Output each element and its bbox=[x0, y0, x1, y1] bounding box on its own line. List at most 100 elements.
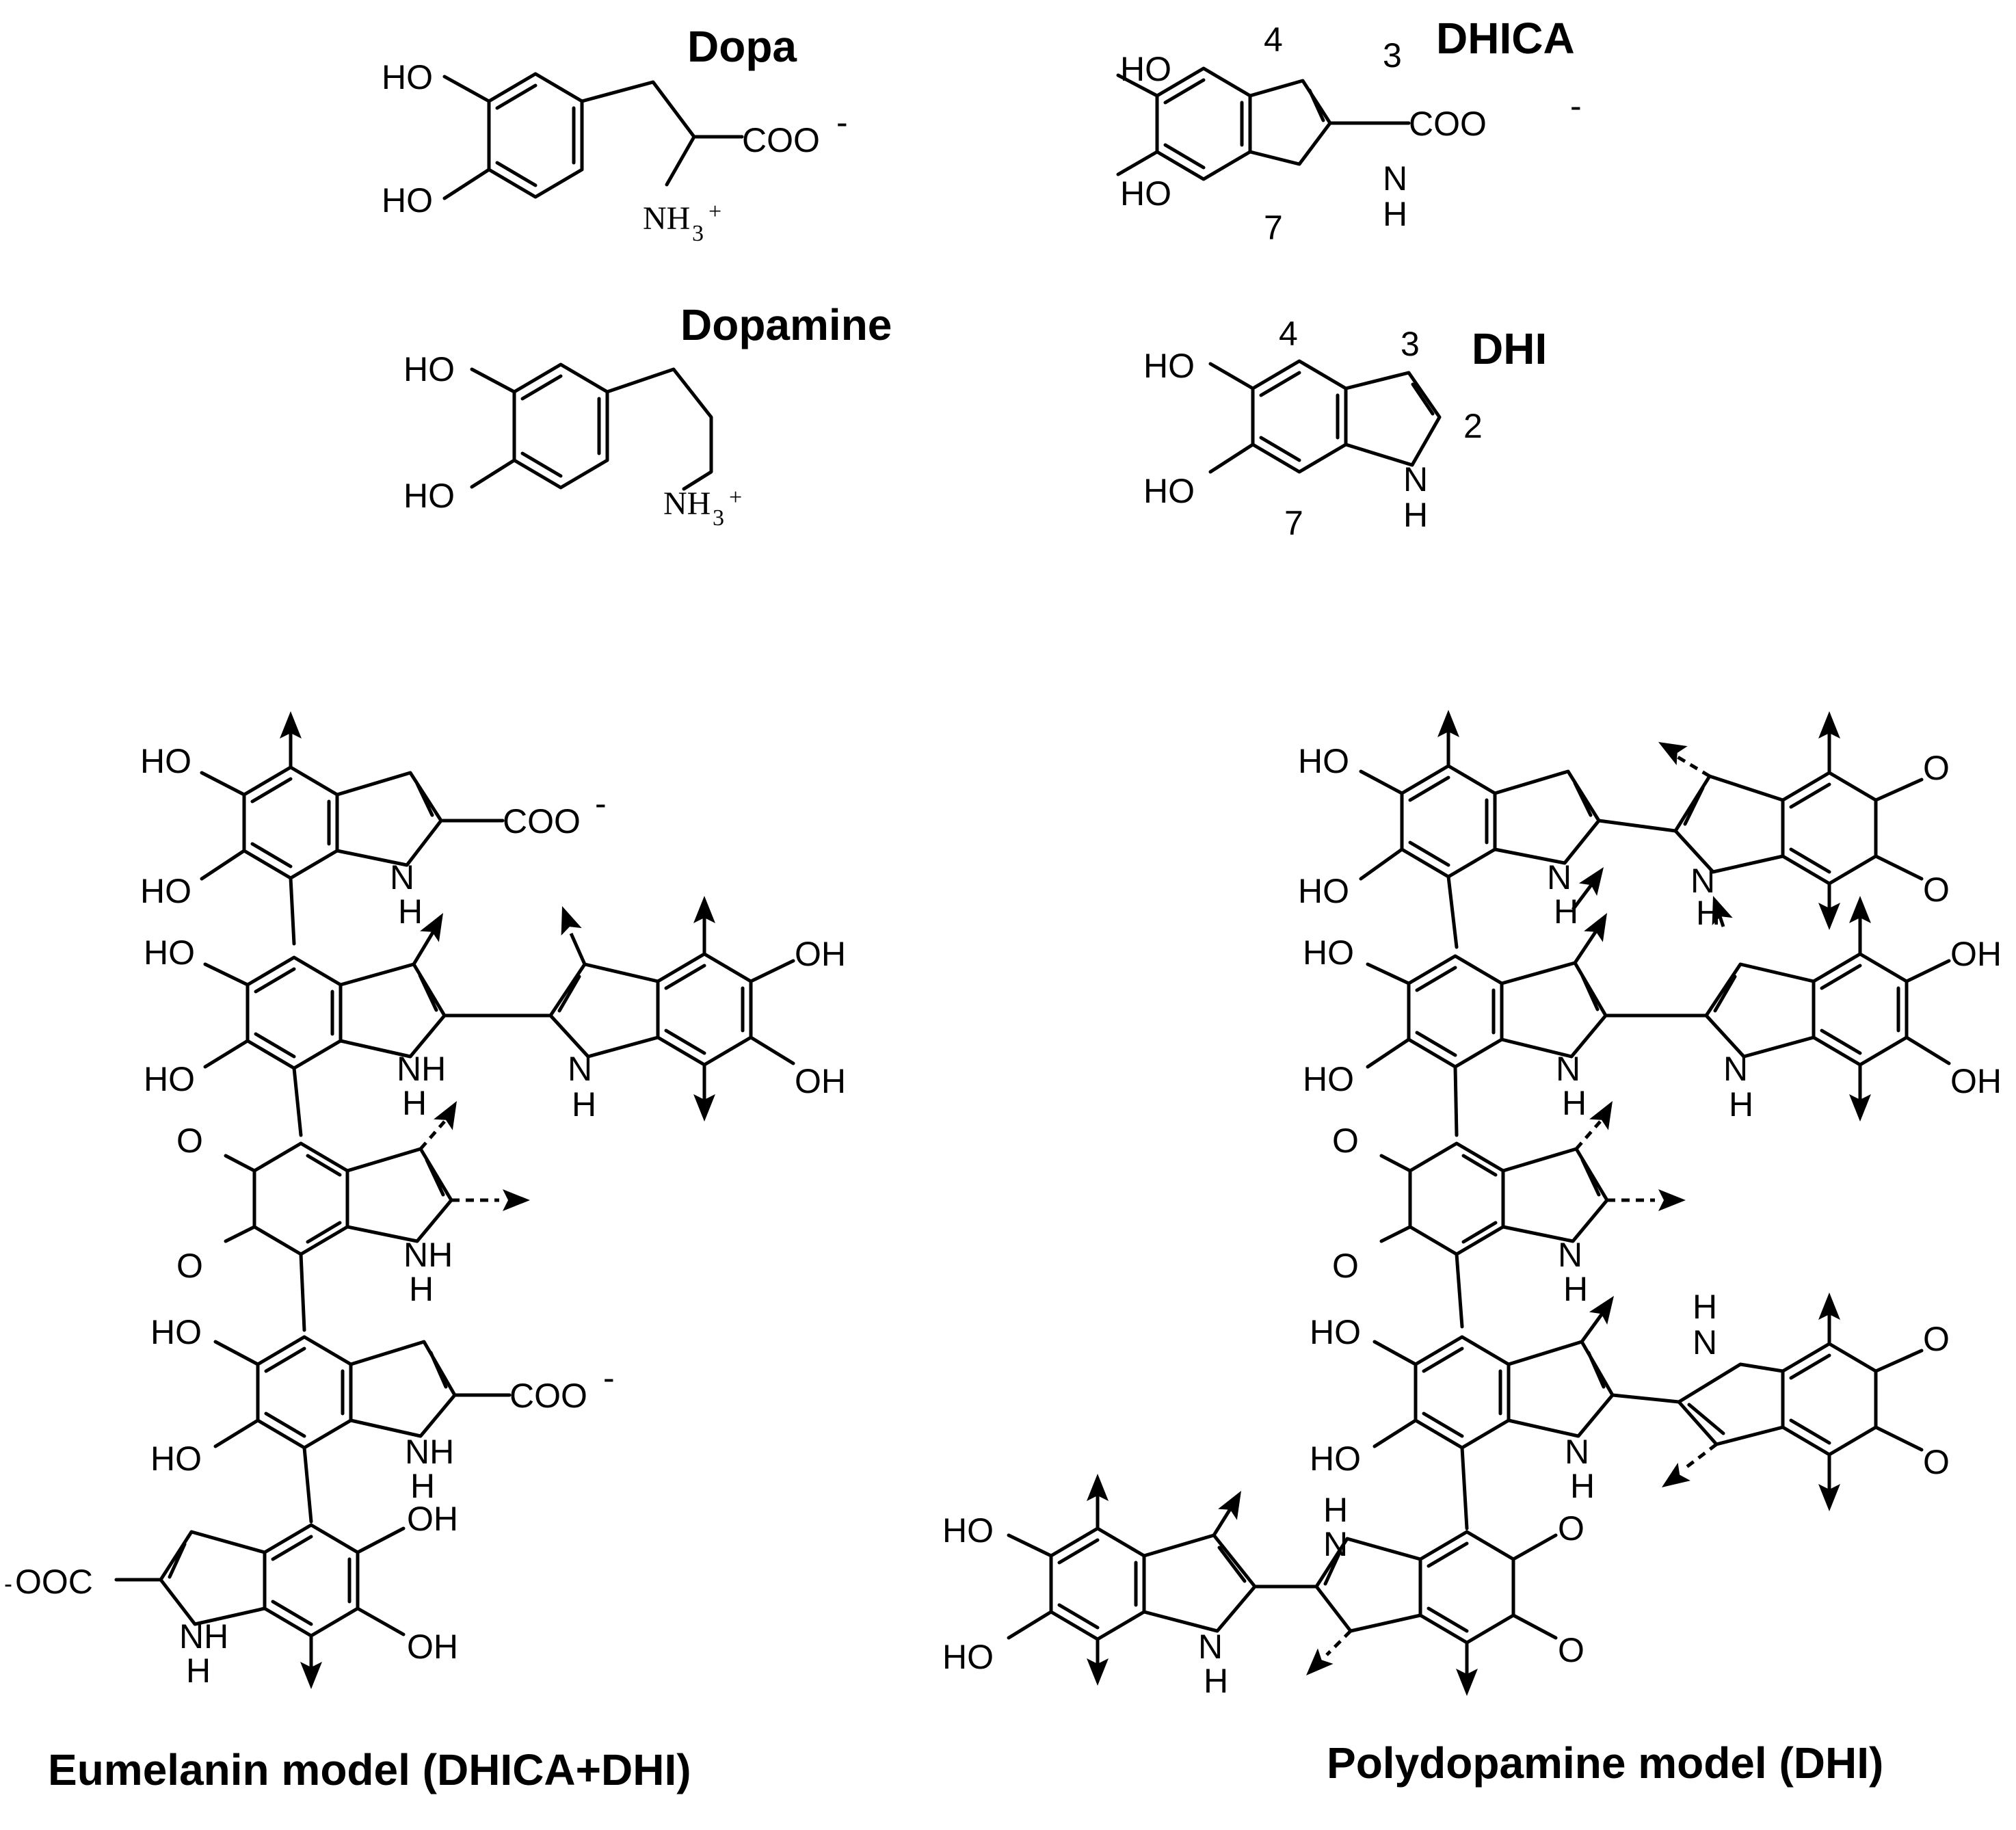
dhica-n: N bbox=[1383, 159, 1407, 198]
dhica-h: H bbox=[1383, 195, 1407, 233]
eu2-h: H bbox=[402, 1084, 427, 1122]
dopamine-structure: Dopamine HO HO NH 3 + bbox=[403, 300, 892, 531]
eu1-nh: N bbox=[390, 858, 414, 897]
dhi-position-4: 4 bbox=[1279, 315, 1298, 353]
dopa-amine: NH bbox=[643, 200, 690, 237]
eu-side-oh-top: OH bbox=[795, 935, 846, 973]
dopa-ho-bottom: HO bbox=[382, 181, 433, 220]
pd-b2-h: H bbox=[1729, 1085, 1753, 1124]
dopa-title: Dopa bbox=[687, 22, 797, 71]
dopa-amine-plus: + bbox=[708, 199, 721, 224]
pd-c-o-bottom: O bbox=[1332, 1247, 1359, 1285]
eu4-nh: NH bbox=[405, 1433, 454, 1471]
pd-c-n: N bbox=[1558, 1236, 1582, 1274]
eu5-oh-top: OH bbox=[407, 1500, 458, 1538]
eu1-ho-bottom: HO bbox=[140, 872, 191, 910]
eu5-oh-bottom: OH bbox=[407, 1628, 458, 1666]
dhi-structure: DHI HO HO N H 4 3 2 7 bbox=[1143, 315, 1547, 542]
eu1-h: H bbox=[398, 892, 423, 931]
dhica-position-4: 4 bbox=[1264, 21, 1283, 59]
eu3-o-bottom: O bbox=[176, 1247, 203, 1285]
pd-b-ho-bottom: HO bbox=[1303, 1060, 1354, 1098]
eumelanin-model: HO HO COO - N H HO HO NH H OH OH N H bbox=[4, 711, 846, 1794]
pd-d2-o-top: O bbox=[1923, 1320, 1950, 1358]
pd-d2-o-bottom: O bbox=[1923, 1443, 1950, 1481]
eumelanin-caption: Eumelanin model (DHICA+DHI) bbox=[48, 1745, 691, 1794]
pd-e-n: N bbox=[1323, 1525, 1348, 1563]
dhica-position-3: 3 bbox=[1383, 36, 1402, 75]
eu1-carboxylate: COO bbox=[503, 802, 581, 840]
pd-e-o-top: O bbox=[1558, 1509, 1584, 1548]
eu4-minus: - bbox=[603, 1359, 615, 1397]
dopa-minus: - bbox=[836, 103, 848, 142]
pd-b-ho-top: HO bbox=[1303, 933, 1354, 972]
pd-b2-n: N bbox=[1723, 1050, 1748, 1088]
dopamine-amine-sub: 3 bbox=[713, 505, 724, 531]
eu3-o-top: O bbox=[176, 1122, 203, 1160]
pd-f-h: H bbox=[1204, 1662, 1228, 1700]
pd-d2-n: N bbox=[1693, 1323, 1717, 1362]
pd-c-o-top: O bbox=[1332, 1122, 1359, 1160]
dhi-position-2: 2 bbox=[1463, 407, 1483, 445]
dopa-carboxylate: COO bbox=[742, 121, 820, 159]
eu4-h: H bbox=[410, 1467, 435, 1505]
pd-c-h: H bbox=[1563, 1270, 1588, 1308]
dopamine-title: Dopamine bbox=[680, 300, 892, 349]
pd-b2-oh-bottom: OH bbox=[1950, 1062, 2002, 1100]
pd-f-n: N bbox=[1198, 1628, 1223, 1666]
eu5-carboxylate: OOC bbox=[15, 1563, 93, 1601]
polydopamine-model: HO HO N H O O N H HO HO N H bbox=[942, 710, 2002, 1788]
dhica-ho-bottom: HO bbox=[1120, 174, 1171, 213]
pd-a2-o-top: O bbox=[1923, 749, 1950, 787]
eu1-minus: - bbox=[595, 784, 607, 823]
dopa-amine-sub: 3 bbox=[692, 221, 704, 246]
eu3-nh: NH bbox=[403, 1236, 453, 1274]
pd-e-o-bottom: O bbox=[1558, 1631, 1584, 1669]
dhica-ho-top: HO bbox=[1120, 50, 1171, 88]
eu5-minus: - bbox=[4, 1569, 12, 1597]
dhi-position-3: 3 bbox=[1401, 325, 1420, 363]
dopa-ho-top: HO bbox=[382, 58, 433, 96]
dhi-h: H bbox=[1403, 496, 1428, 534]
pd-a-h: H bbox=[1554, 892, 1578, 931]
eu2-nh: NH bbox=[397, 1050, 446, 1088]
eu5-h: H bbox=[186, 1652, 211, 1690]
dhica-title: DHICA bbox=[1436, 14, 1575, 63]
pd-a2-o-bottom: O bbox=[1923, 871, 1950, 909]
eu4-ho-top: HO bbox=[150, 1313, 202, 1351]
dhi-position-7: 7 bbox=[1284, 504, 1303, 542]
eu4-carboxylate: COO bbox=[509, 1377, 587, 1415]
dopamine-amine: NH bbox=[663, 486, 711, 522]
pd-d-ho-bottom: HO bbox=[1310, 1440, 1361, 1478]
pd-d-h: H bbox=[1570, 1467, 1595, 1505]
dhica-structure: DHICA HO HO COO - N H 4 3 7 bbox=[1116, 14, 1582, 247]
eu5-nh: NH bbox=[179, 1617, 228, 1656]
polydopamine-caption: Polydopamine model (DHI) bbox=[1327, 1738, 1883, 1788]
eu2-ho-top: HO bbox=[144, 933, 195, 972]
dopamine-ho-top: HO bbox=[403, 350, 455, 388]
dhica-position-7: 7 bbox=[1264, 209, 1283, 247]
eu4-ho-bottom: HO bbox=[150, 1440, 202, 1478]
dopamine-amine-plus: + bbox=[729, 485, 742, 510]
eu-side-n: N bbox=[568, 1050, 592, 1088]
pd-b-n: N bbox=[1556, 1050, 1580, 1088]
pd-a2-n: N bbox=[1690, 862, 1715, 900]
eu3-h: H bbox=[409, 1270, 434, 1308]
dhi-ho-top: HO bbox=[1143, 347, 1195, 385]
pd-b2-oh-top: OH bbox=[1950, 935, 2002, 973]
dopamine-ho-bottom: HO bbox=[403, 477, 455, 515]
pd-a-ho-top: HO bbox=[1298, 742, 1349, 780]
eu2-ho-bottom: HO bbox=[144, 1060, 195, 1098]
pd-f-ho-bottom: HO bbox=[942, 1638, 994, 1676]
eu-side-oh-bottom: OH bbox=[795, 1062, 846, 1100]
pd-f-ho-top: HO bbox=[942, 1511, 994, 1550]
pd-d-n: N bbox=[1565, 1433, 1589, 1471]
dhi-ho-bottom: HO bbox=[1143, 472, 1195, 510]
dhi-n: N bbox=[1403, 460, 1428, 499]
eu1-ho-top: HO bbox=[140, 742, 191, 780]
pd-a-ho-bottom: HO bbox=[1298, 872, 1349, 910]
pd-e-h: H bbox=[1323, 1491, 1348, 1529]
pd-b-h: H bbox=[1562, 1084, 1587, 1122]
pd-d2-h: H bbox=[1693, 1288, 1717, 1326]
